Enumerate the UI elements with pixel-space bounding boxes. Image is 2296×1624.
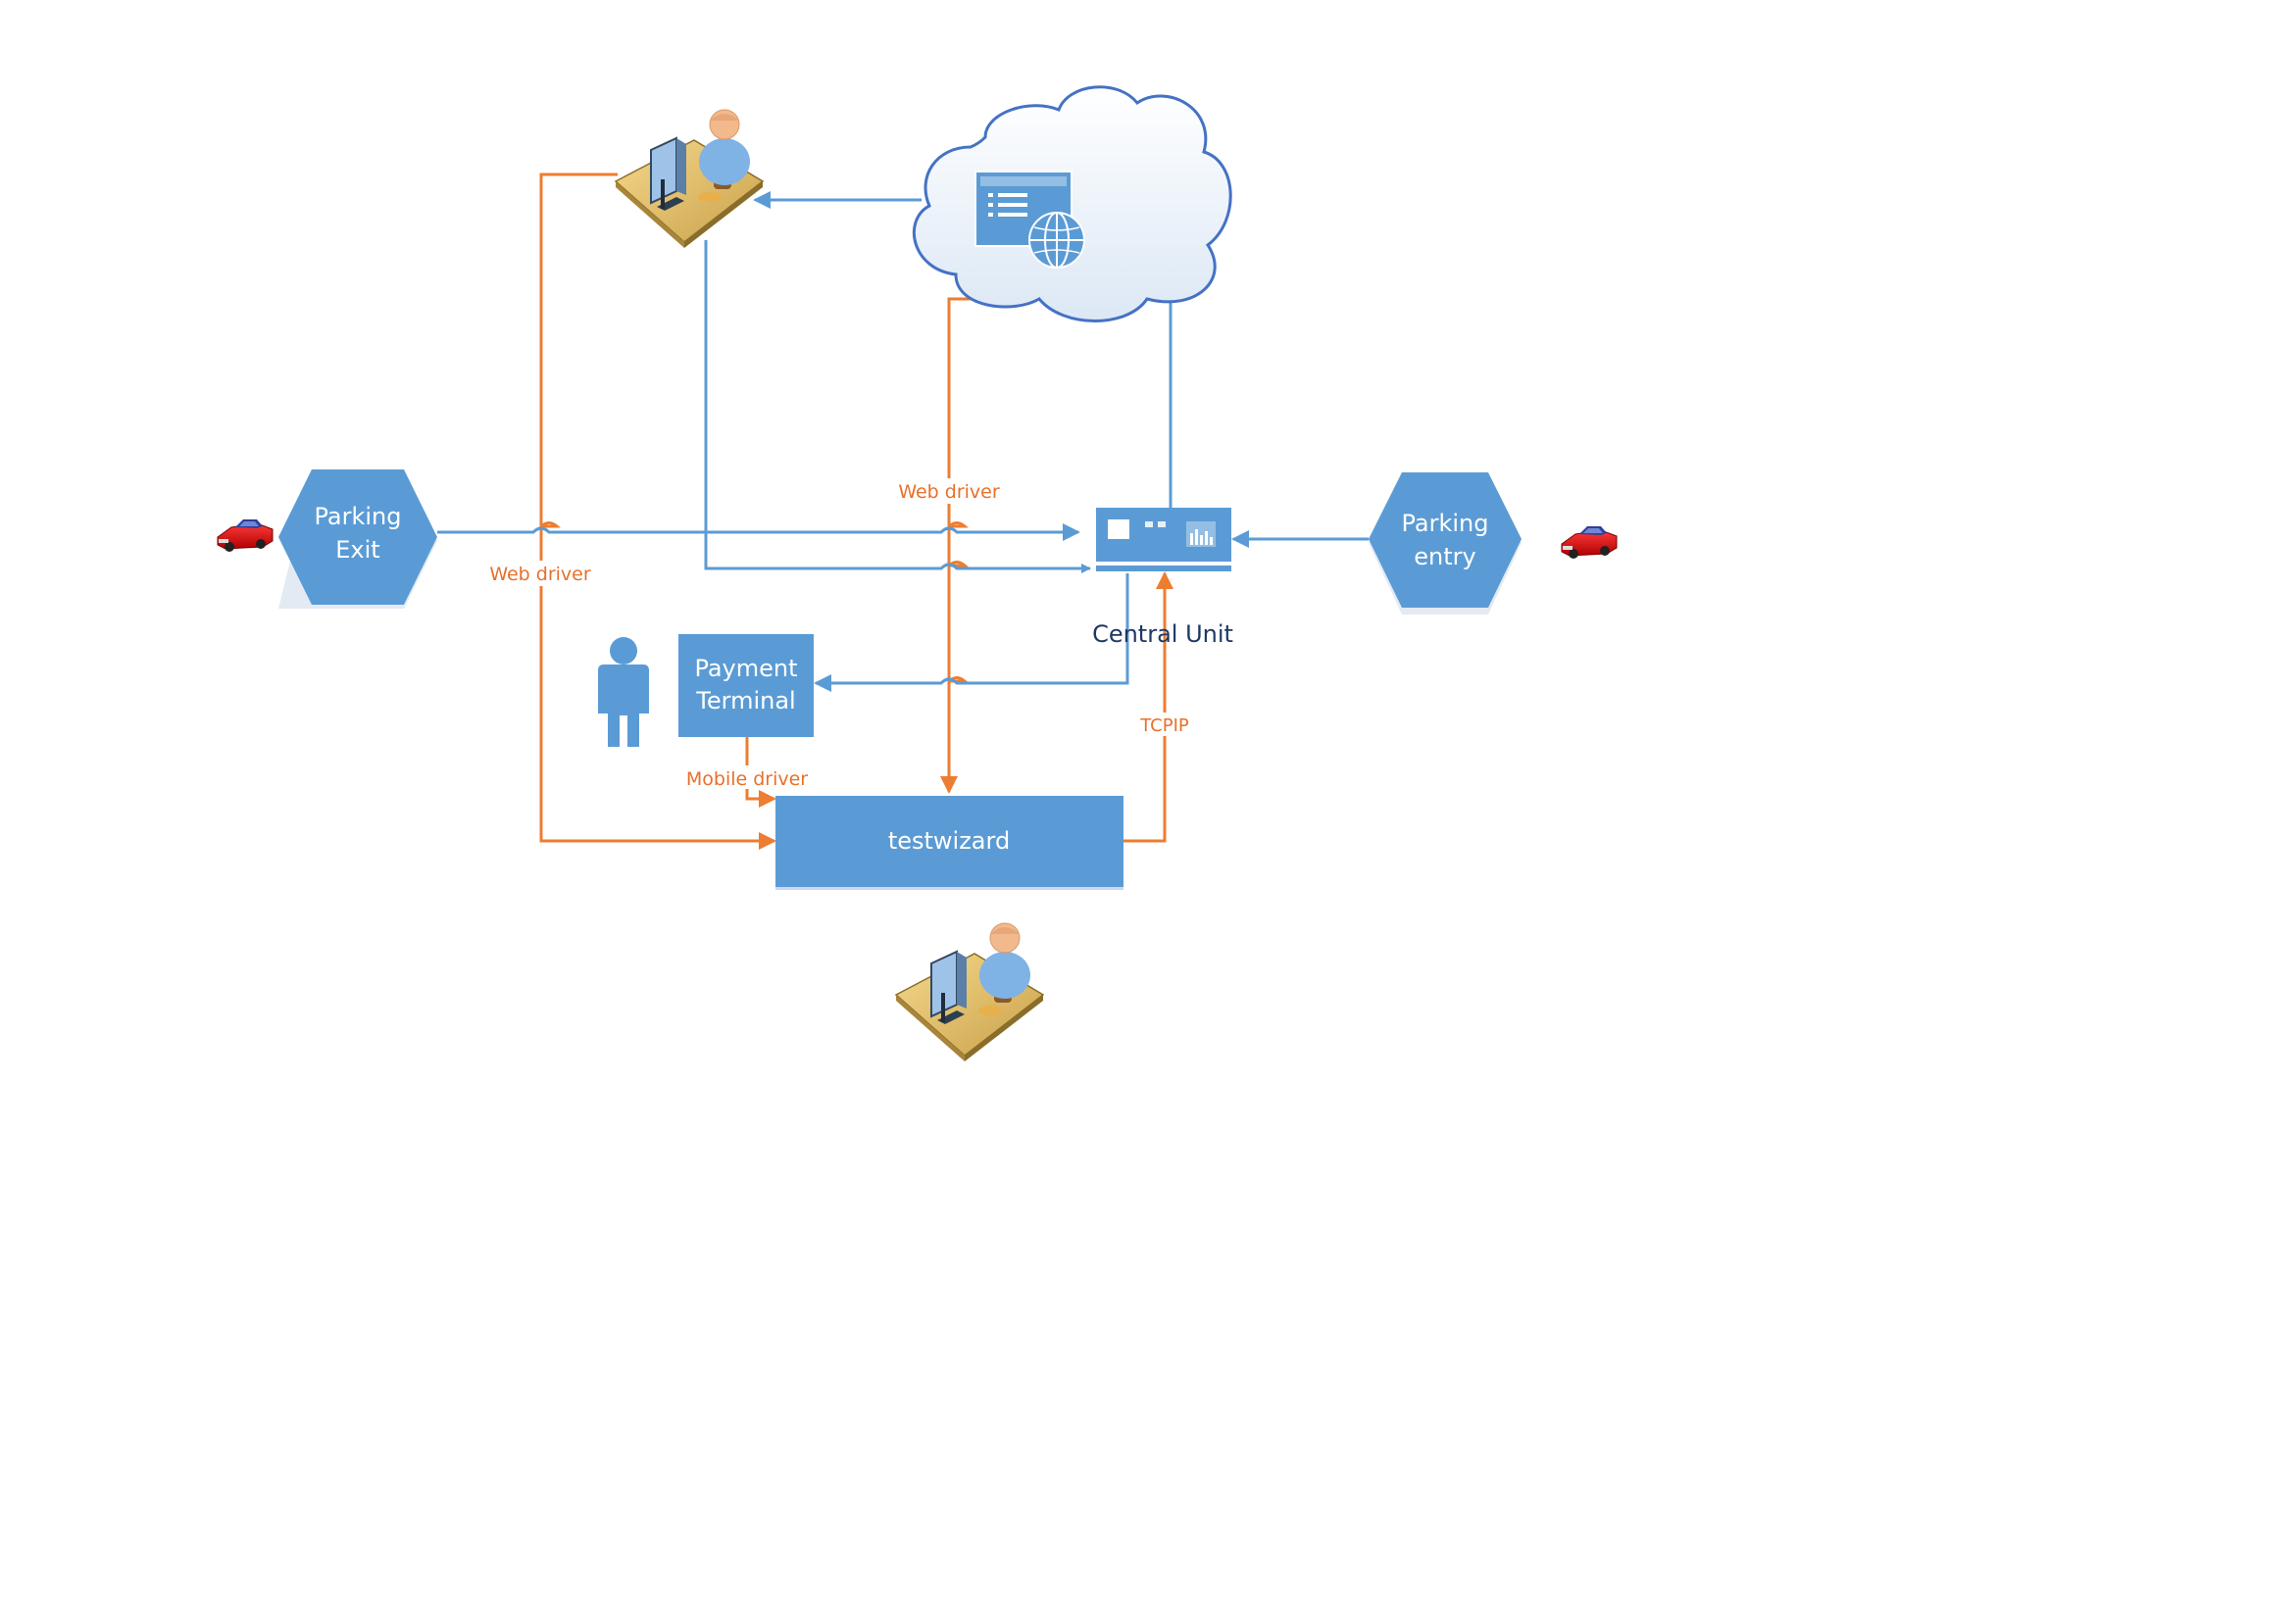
mobile-driver-label: Mobile driver [686, 768, 808, 790]
parking-entry-node: Parking entry [1369, 472, 1522, 615]
parking-exit-node: Parking Exit [278, 469, 437, 609]
customer-person [598, 637, 649, 747]
testwizard-label: testwizard [888, 827, 1010, 855]
red-car-icon [217, 519, 274, 552]
web-driver-operator-label: Web driver [489, 564, 591, 585]
testwizard-node: testwizard [775, 796, 1123, 890]
blue-connectors [437, 191, 1369, 692]
red-car-icon [1561, 526, 1618, 559]
operator-top [614, 109, 765, 248]
payment-terminal-label-line2: Terminal [695, 687, 795, 714]
payment-terminal-label-line1: Payment [694, 655, 797, 682]
web-driver-cloud-label: Web driver [898, 481, 1000, 503]
central-unit-label: Central Unit [1092, 620, 1233, 648]
car-left [217, 519, 274, 552]
exit-to-central-connector [437, 523, 1080, 541]
tcpip-connector [1123, 571, 1173, 843]
web-application-icon [974, 171, 1085, 269]
server-icon [1108, 519, 1216, 547]
web-driver-operator-connector [539, 172, 776, 850]
parking-entry-label-line2: entry [1414, 543, 1475, 570]
parking-exit-label-line1: Parking [315, 503, 402, 530]
cloud [913, 85, 1232, 322]
person-at-workstation-icon [894, 922, 1045, 1061]
tcpip-label: TCPIP [1139, 715, 1189, 736]
car-right [1561, 526, 1618, 559]
operator-to-central-connector [704, 240, 1091, 573]
web-driver-cloud-connector [940, 297, 971, 794]
central-unit-node: Central Unit [1092, 508, 1233, 648]
central-to-payment-connector [814, 573, 1129, 692]
operator-bottom [894, 922, 1045, 1061]
mobile-driver-connector [745, 737, 776, 808]
person-icon [598, 637, 649, 747]
payment-terminal-node: Payment Terminal [678, 634, 814, 737]
edge-labels: Web driver Web driver Mobile driver TCPI… [486, 478, 1196, 790]
person-at-workstation-icon [614, 109, 765, 248]
parking-exit-label-line2: Exit [335, 536, 379, 564]
parking-entry-label-line1: Parking [1402, 510, 1489, 537]
